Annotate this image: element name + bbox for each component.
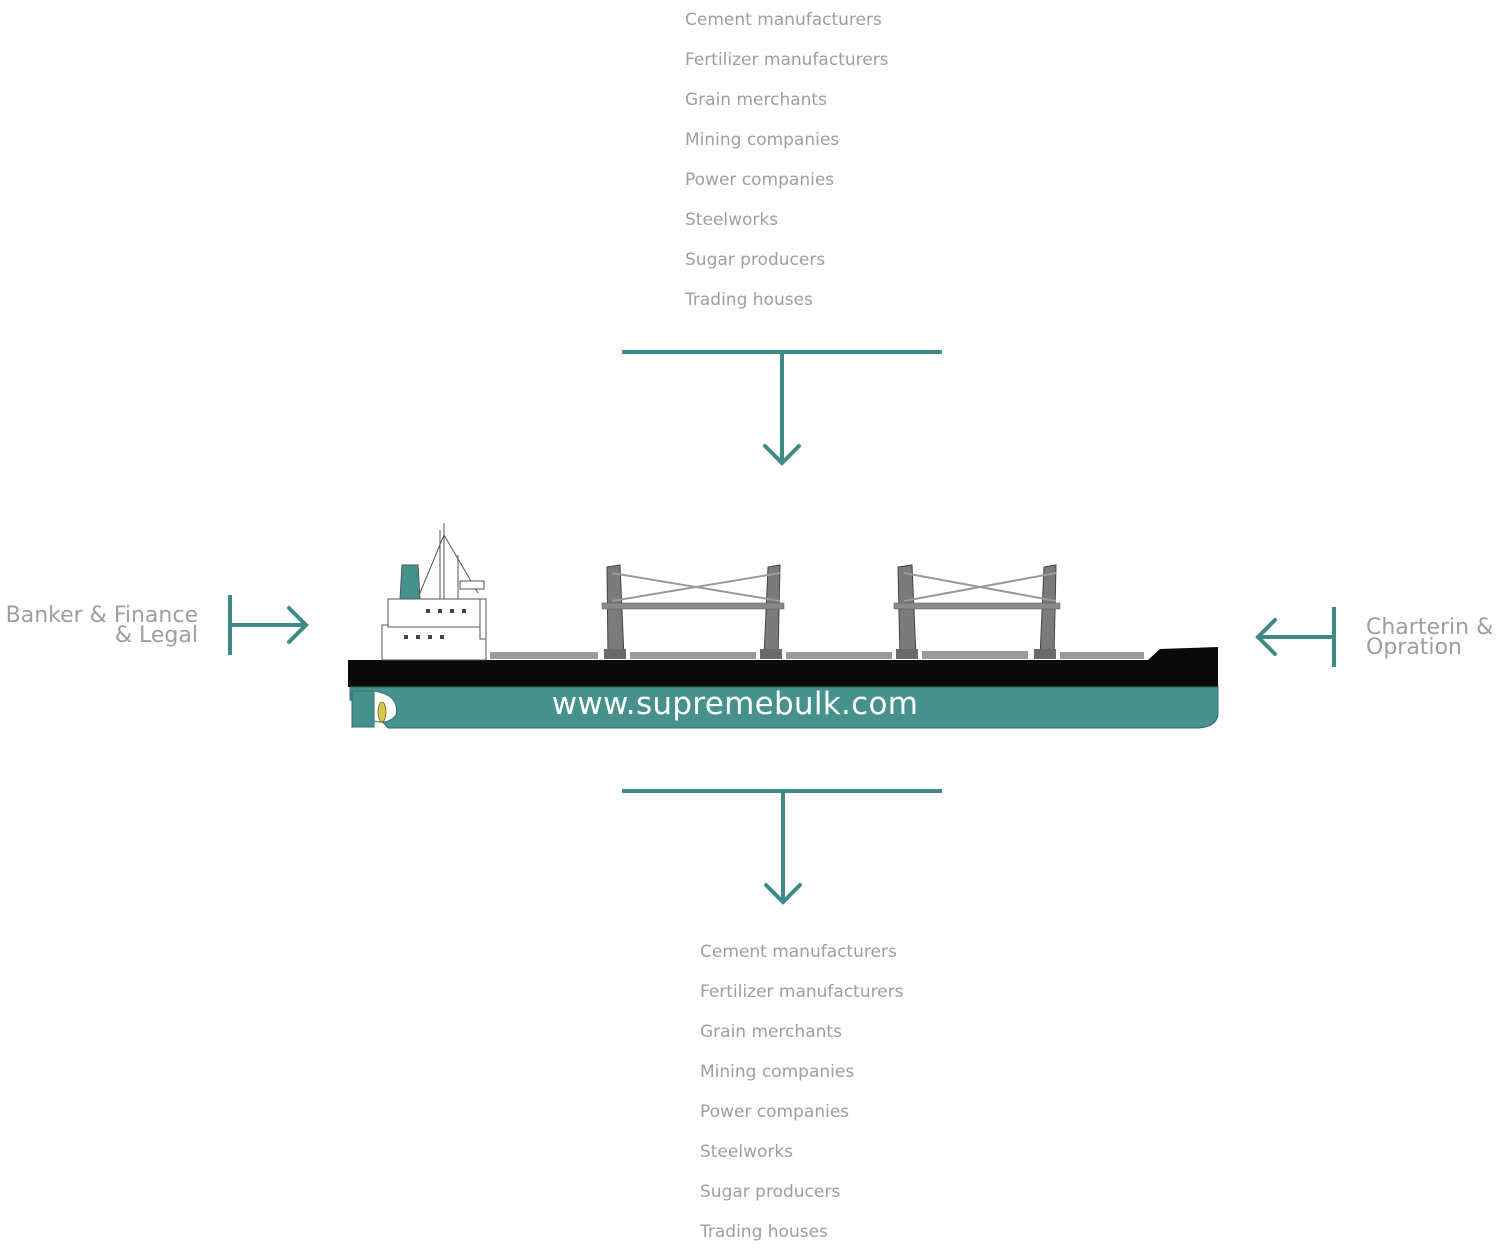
list-item: Trading houses [700,1222,828,1242]
list-item: Fertilizer manufacturers [700,982,904,1002]
list-item: Steelworks [685,210,779,230]
deck-crane [893,564,1061,659]
label-line: & Legal [114,623,198,648]
label-line: Charterin & [1366,615,1494,640]
deck-crane [601,564,785,659]
list-item: Cement manufacturers [685,10,882,30]
banker-finance-legal-label: Banker & Finance & Legal [0,603,198,648]
list-item: Fertilizer manufacturers [685,50,889,70]
list-item: Power companies [700,1102,850,1122]
label-line: Opration [1366,635,1462,660]
list-item: Trading houses [685,290,813,310]
website-url: www.supremebulk.com [551,686,919,722]
list-item: Grain merchants [685,90,827,110]
bottom-client-list: Cement manufacturers Fertilizer manufact… [700,932,904,1252]
list-item: Grain merchants [700,1022,842,1042]
list-item: Sugar producers [700,1182,841,1202]
down-arrow-top-icon [622,350,942,466]
list-item: Mining companies [700,1062,855,1082]
down-arrow-bottom-icon [622,789,942,905]
ship-superstructure [381,523,487,661]
left-arrow-icon [1255,607,1336,667]
list-item: Sugar producers [685,250,826,270]
label-line: Banker & Finance [5,603,198,628]
propeller-icon [351,690,398,728]
list-item: Cement manufacturers [700,942,897,962]
list-item: Steelworks [700,1142,794,1162]
right-arrow-icon [228,595,309,655]
bulk-carrier-ship-illustration [348,523,1219,729]
list-item: Power companies [685,170,835,190]
list-item: Mining companies [685,130,840,150]
chartering-operation-label: Charterin & Opration [1366,615,1494,660]
top-client-list: Cement manufacturers Fertilizer manufact… [685,0,889,320]
